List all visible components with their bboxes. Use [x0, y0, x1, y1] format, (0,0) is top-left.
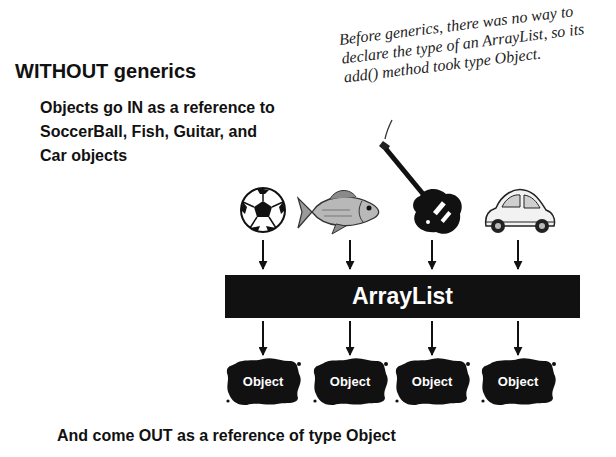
connector-arrow: [431, 321, 433, 355]
input-arrows: [263, 240, 518, 269]
car: [486, 190, 555, 233]
diagram-title: WITHOUT generics: [15, 60, 196, 83]
object-label: Object: [412, 374, 452, 389]
connector-arrow: [517, 321, 519, 355]
guitar: [379, 141, 462, 234]
bar-label: ArrayList: [352, 283, 453, 310]
object-label: Object: [243, 374, 283, 389]
object-label: Object: [498, 374, 538, 389]
object-blob: Object: [480, 356, 556, 406]
object-blob: Object: [394, 356, 470, 406]
arraylist-bar: ArrayList: [225, 275, 580, 318]
connector-arrow: [262, 321, 264, 355]
object-blob: Object: [225, 356, 301, 406]
object-label: Object: [330, 374, 370, 389]
fish: [298, 190, 379, 234]
soccer-ball: [241, 188, 285, 232]
object-blob: Object: [312, 356, 388, 406]
leader-line: [385, 120, 392, 139]
footer-text: And come OUT as a reference of type Obje…: [57, 424, 396, 448]
intro-text: Objects go IN as a reference to SoccerBa…: [40, 96, 284, 168]
connector-arrow: [349, 321, 351, 355]
handwritten-note: Before generics, there was no way to dec…: [338, 0, 593, 87]
